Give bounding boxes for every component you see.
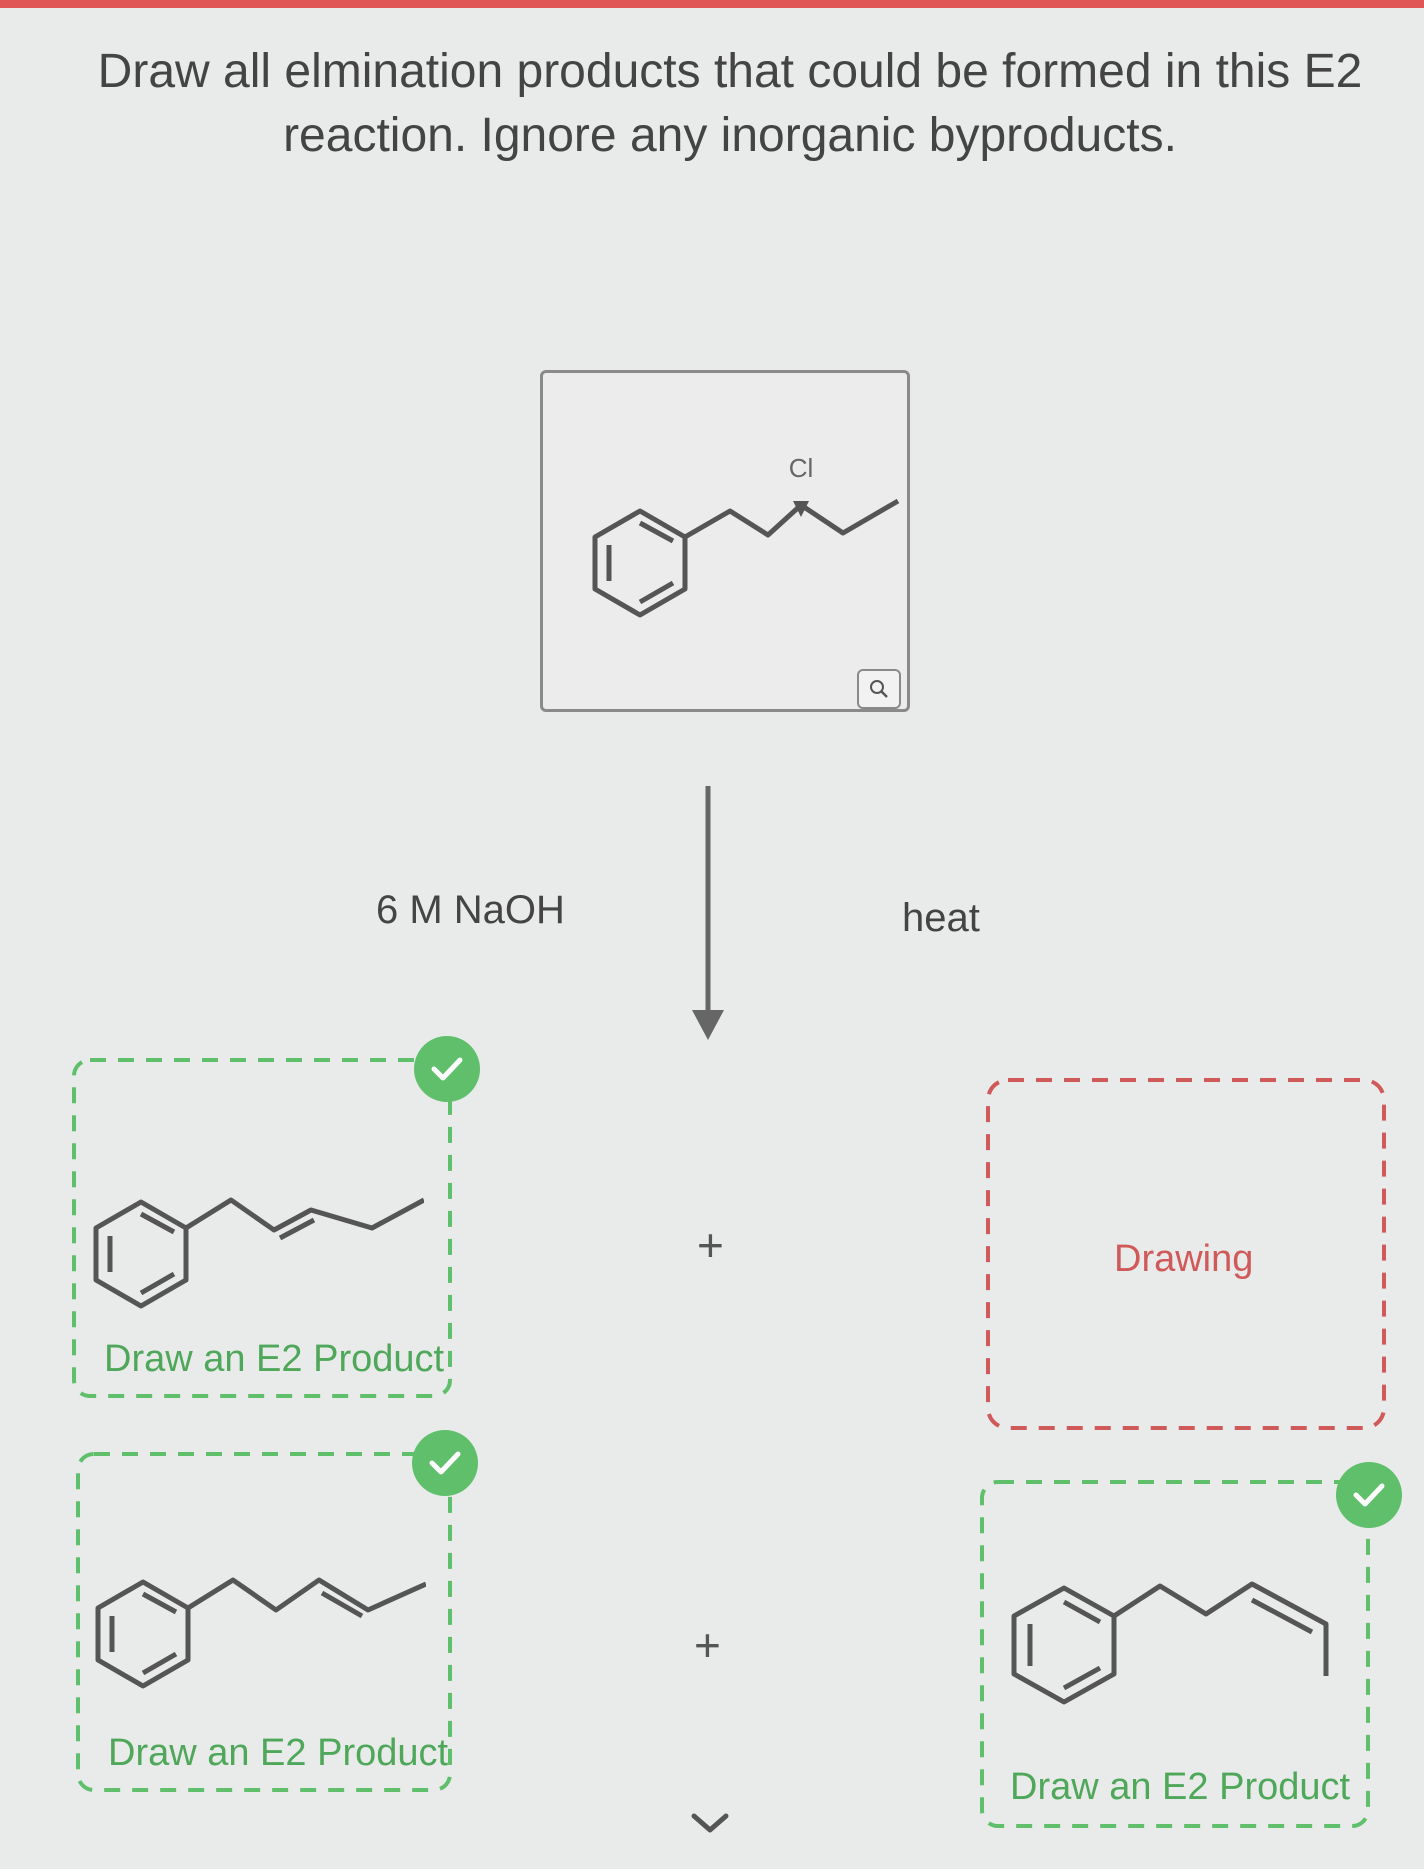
product-box-2-border (986, 1078, 1386, 1430)
zoom-button[interactable] (857, 669, 901, 709)
product-box-4-border (980, 1480, 1370, 1828)
plus-sign-2: + (694, 1619, 721, 1671)
top-accent-bar (0, 0, 1424, 8)
product-box-1[interactable]: Draw an E2 Product (72, 1036, 480, 1398)
question-line-1: Draw all elmination products that could … (97, 45, 1363, 98)
check-icon (429, 1451, 461, 1475)
product-1-label: Draw an E2 Product (104, 1338, 445, 1380)
product-4-label: Draw an E2 Product (1010, 1766, 1351, 1808)
check-icon (1353, 1483, 1385, 1507)
product-1-status (414, 1036, 480, 1102)
chevron-down-icon[interactable] (690, 1810, 730, 1836)
product-4-status (1336, 1462, 1402, 1528)
question-text: Draw all elmination products that could … (60, 40, 1400, 168)
product-box-3[interactable]: Draw an E2 Product (76, 1430, 478, 1792)
condition-label: heat (902, 896, 980, 940)
product-3-label: Draw an E2 Product (108, 1732, 449, 1774)
reactant-molecule: Cl (592, 453, 900, 618)
reagent-label: 6 M NaOH (376, 888, 565, 932)
product-2-label: Drawing (1114, 1238, 1254, 1280)
zoom-icon (870, 680, 888, 698)
plus-sign-1: + (697, 1219, 724, 1271)
product-box-2[interactable]: Drawing (986, 1078, 1386, 1430)
product-1-molecule (93, 1197, 424, 1309)
product-3-status (412, 1430, 478, 1496)
question-line-2: reaction. Ignore any inorganic byproduct… (283, 109, 1177, 162)
chlorine-atom-label: Cl (789, 453, 814, 483)
check-icon (431, 1057, 463, 1081)
product-box-4[interactable]: Draw an E2 Product (980, 1462, 1402, 1828)
product-4-molecule (1011, 1581, 1329, 1705)
reactant-structure[interactable]: Cl (540, 370, 910, 712)
product-box-1-border (72, 1058, 452, 1398)
product-box-3-border (76, 1452, 452, 1792)
reaction-arrow (692, 786, 724, 1040)
product-3-molecule (95, 1577, 426, 1689)
